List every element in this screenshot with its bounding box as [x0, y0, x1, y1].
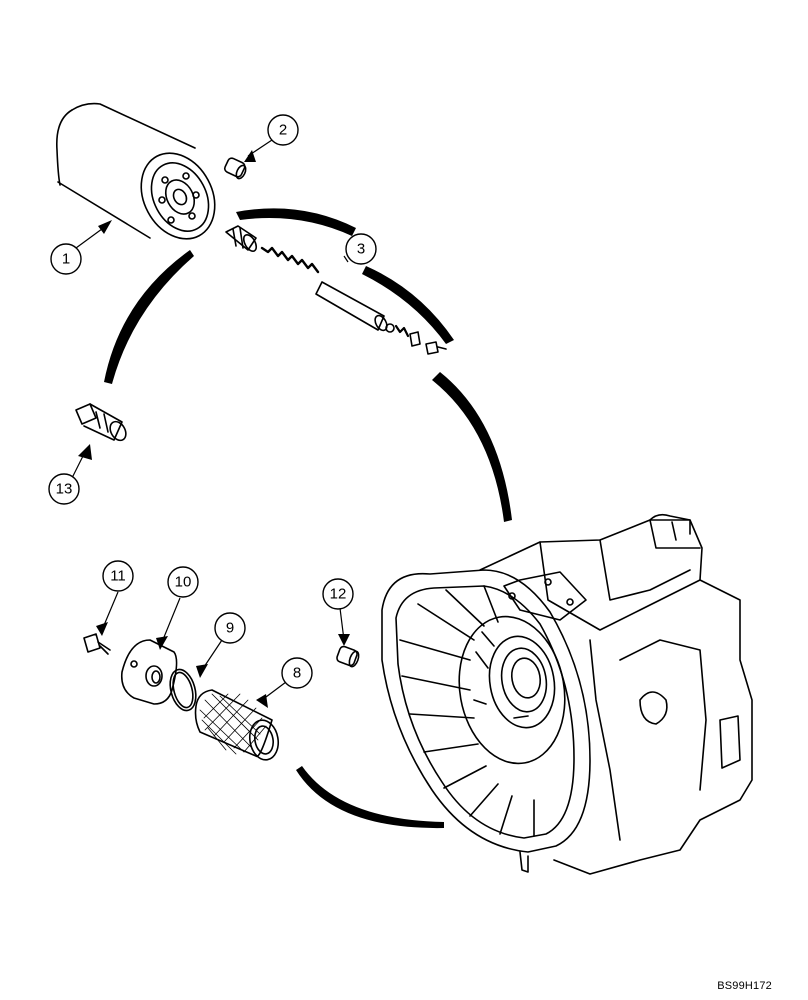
callout-2-label: 2: [279, 122, 287, 139]
flow-arrow-valve-bottom: [362, 266, 454, 344]
callout-3: 3: [345, 233, 377, 265]
leader-line-10: [161, 597, 181, 643]
leader-line-3: [343, 255, 349, 263]
callout-8-label: 8: [293, 665, 301, 682]
flow-arrow-valve-to-housing: [432, 372, 512, 522]
plug-part-12: [336, 645, 360, 668]
assembly-flow-arrows: [104, 208, 512, 829]
callout-10-label: 10: [175, 574, 192, 591]
flow-arrow-filter-to-sender: [104, 250, 194, 384]
callout-12: 12: [322, 578, 354, 610]
transmission-housing: [381, 513, 753, 875]
flow-arrow-valve-top: [236, 208, 356, 236]
callout-13: 13: [48, 473, 80, 505]
bolt-part-11: [83, 633, 111, 655]
callout-9-label: 9: [226, 620, 234, 637]
callout-12-label: 12: [330, 586, 347, 603]
callout-2: 2: [267, 114, 299, 146]
drawing-code: BS99H172: [717, 980, 772, 992]
screen-filter-part-8: [194, 689, 280, 761]
callout-1: 1: [50, 243, 82, 275]
callout-13-label: 13: [56, 481, 73, 498]
o-ring-part-9: [169, 668, 197, 712]
relief-valve-assembly-part-3: [225, 225, 447, 355]
callout-1-label: 1: [62, 251, 70, 268]
oil-filter-part: [55, 102, 216, 240]
callouts: 1 2 3 8 9 10 11 12: [48, 114, 377, 689]
flow-arrow-screen-to-housing: [296, 766, 444, 829]
callout-11-label: 11: [110, 568, 126, 585]
cover-plate-part-10: [120, 639, 178, 705]
callout-3-label: 3: [357, 241, 365, 258]
leader-arrowheads: [78, 150, 350, 708]
sender-switch-part-13: [75, 403, 127, 442]
callout-8: 8: [281, 657, 313, 689]
callout-11: 11: [102, 560, 134, 592]
callout-10: 10: [167, 566, 199, 598]
callout-9: 9: [214, 612, 246, 644]
plug-part-2: [223, 157, 247, 180]
